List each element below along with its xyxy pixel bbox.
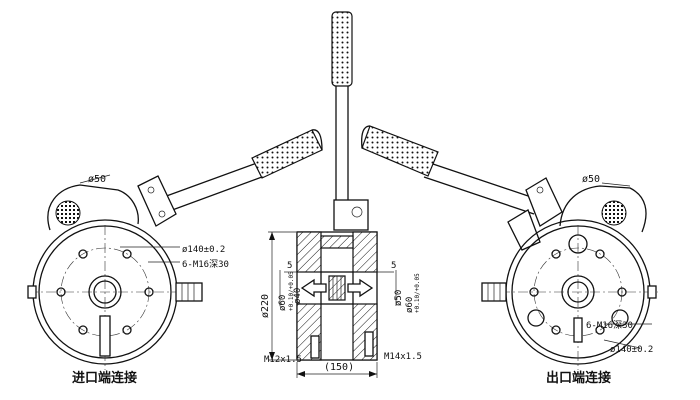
bore-left-tol-label: +0.10/+0.05 <box>288 271 295 311</box>
left-bolt-holes <box>56 249 154 335</box>
left-dia-small-label: ø50 <box>88 174 106 185</box>
left-lower-stub <box>99 315 111 357</box>
height-dim-label: ø220 <box>260 294 271 318</box>
right-side-pin <box>647 285 657 299</box>
center-top-clamp <box>333 199 369 231</box>
center-handle <box>331 11 353 210</box>
bore-right-label: ø50 <box>394 290 404 306</box>
right-mesh-filter <box>601 200 627 226</box>
right-bolt-holes <box>529 249 627 335</box>
thread-left-label: M12x1.5 <box>264 355 302 365</box>
left-side-fitting <box>175 282 203 302</box>
bore-right-tol-label: +0.10/+0.05 <box>414 273 421 313</box>
left-mesh-filter <box>55 200 81 226</box>
left-view-caption: 进口端连接 <box>72 370 137 386</box>
right-end-view: ø50 6-M16深30 ø140±0.2 出口端连接 <box>361 125 658 386</box>
width-dim-label: (150) <box>324 362 354 373</box>
right-bolt-spec-label: 6-M16深30 <box>586 320 633 331</box>
right-shaft-clamp <box>507 177 563 251</box>
left-handle <box>149 129 323 217</box>
right-left-plug <box>527 309 545 327</box>
left-side-pin <box>27 285 37 299</box>
right-lower-stub <box>573 317 583 343</box>
right-view-caption: 出口端连接 <box>546 370 611 386</box>
right-right-plug <box>611 309 629 327</box>
left-port-inner <box>93 280 117 304</box>
depth-right-label: 5 <box>391 261 396 271</box>
outlet-flow-arrow <box>347 278 374 298</box>
inlet-flow-arrow <box>300 278 327 298</box>
right-top-plug <box>568 234 588 254</box>
right-handle <box>361 125 541 215</box>
center-body <box>296 231 378 361</box>
right-dia-small-label: ø50 <box>582 174 600 185</box>
left-end-view: ø50 ø140±0.2 6-M16深30 进口端连接 <box>27 129 323 386</box>
left-port-outer <box>88 275 122 309</box>
right-port-outer <box>561 275 595 309</box>
bore-right-outer-label: ø60 <box>405 297 415 313</box>
right-upper-lug <box>559 185 647 233</box>
left-bolt-circle-label: ø140±0.2 <box>182 245 225 255</box>
left-shaft-clamp <box>137 175 177 227</box>
center-section-view: ø220 ø60 +0.10/+0.05 ø40 5 5 ø50 ø60 +0.… <box>260 11 422 378</box>
bore-left-inner-label: ø40 <box>293 288 303 304</box>
left-bolt-spec-label: 6-M16深30 <box>182 259 229 270</box>
bore-left-label: ø60 <box>278 295 288 311</box>
left-upper-lug <box>47 184 139 231</box>
thread-right-label: M14x1.5 <box>384 352 422 362</box>
right-bolt-circle-label: ø140±0.2 <box>610 345 653 355</box>
depth-left-label: 5 <box>287 261 292 271</box>
right-port-inner <box>567 281 589 303</box>
